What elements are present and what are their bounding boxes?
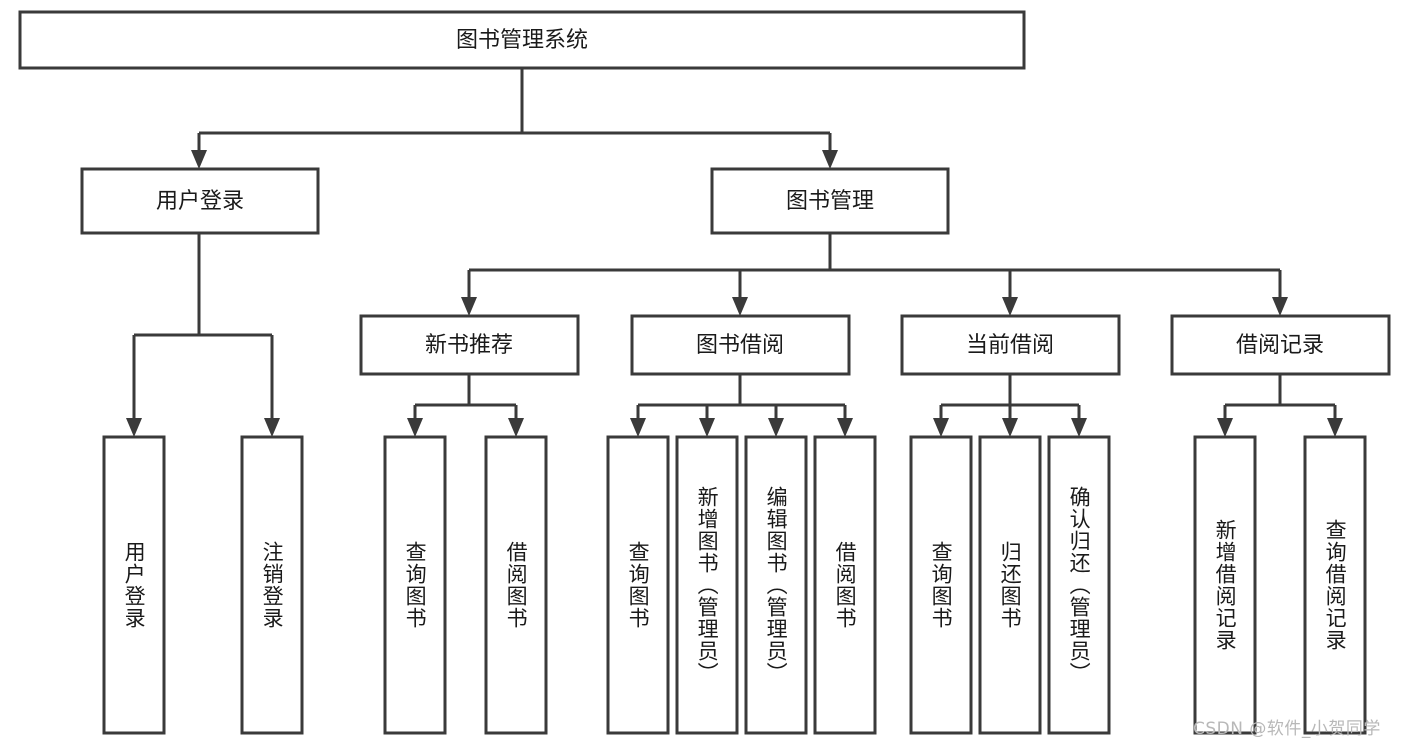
node-current-borrow-label: 当前借阅	[966, 333, 1054, 358]
arrowhead-borrow-record	[1272, 297, 1288, 316]
arrowhead-leaf-borrow-book-2	[837, 418, 853, 437]
node-user-login-label: 用户登录	[156, 189, 244, 214]
arrowhead-current-borrow	[1002, 297, 1018, 316]
arrowhead-leaf-query-record	[1327, 418, 1343, 437]
csdn-watermark: CSDN @软件_小贺同学	[1193, 719, 1381, 739]
arrowhead-leaf-query-book-3	[933, 418, 949, 437]
arrowhead-leaf-user-login	[126, 418, 142, 437]
node-borrow-record-label: 借阅记录	[1236, 333, 1324, 358]
node-current-borrow-box[interactable]	[900, 314, 1121, 376]
node-leaf-add-book-box[interactable]	[675, 435, 739, 735]
node-leaf-query-book-3-box[interactable]	[909, 435, 973, 735]
arrowhead-book-borrow	[732, 297, 748, 316]
node-user-login-box[interactable]	[80, 167, 320, 235]
arrowhead-leaf-query-book-2	[630, 418, 646, 437]
arrowhead-leaf-return-book	[1002, 418, 1018, 437]
node-leaf-query-book-2-box[interactable]	[606, 435, 670, 735]
arrowhead-leaf-edit-book	[768, 418, 784, 437]
node-book-borrow-box[interactable]	[630, 314, 851, 376]
arrowhead-book-manage	[822, 150, 838, 169]
arrowhead-user-login	[191, 150, 207, 169]
arrowhead-leaf-confirm-return	[1071, 418, 1087, 437]
node-book-manage-label: 图书管理	[786, 189, 874, 214]
node-leaf-logout-box[interactable]	[240, 435, 304, 735]
node-new-book-recommend-label: 新书推荐	[425, 333, 513, 358]
node-book-borrow-label: 图书借阅	[696, 333, 784, 358]
arrowhead-new-book-recommend	[461, 297, 477, 316]
arrowhead-leaf-borrow-book-1	[508, 418, 524, 437]
node-leaf-edit-book-box[interactable]	[744, 435, 808, 735]
node-layer: 图书管理系统 用户登录 图书管理 新书推荐 图书借阅 当前借阅 借阅记录	[18, 10, 1391, 735]
node-leaf-user-login-box[interactable]	[102, 435, 166, 735]
node-root-label: 图书管理系统	[456, 28, 588, 53]
arrowhead-leaf-add-record	[1217, 418, 1233, 437]
node-root-box[interactable]	[18, 10, 1026, 70]
node-leaf-borrow-book-2-box[interactable]	[813, 435, 877, 735]
node-book-manage-box[interactable]	[710, 167, 950, 235]
node-new-book-recommend-box[interactable]	[359, 314, 580, 376]
arrowhead-leaf-add-book	[699, 418, 715, 437]
connector-layer	[126, 68, 1343, 437]
node-borrow-record-box[interactable]	[1170, 314, 1391, 376]
node-leaf-query-book-1-box[interactable]	[383, 435, 447, 735]
node-leaf-borrow-book-1-box[interactable]	[484, 435, 548, 735]
node-leaf-return-book-box[interactable]	[978, 435, 1042, 735]
node-leaf-confirm-return-box[interactable]	[1047, 435, 1111, 735]
node-leaf-query-record-box[interactable]	[1303, 435, 1367, 735]
arrowhead-leaf-logout	[264, 418, 280, 437]
arrowhead-leaf-query-book-1	[407, 418, 423, 437]
node-leaf-add-record-box[interactable]	[1193, 435, 1257, 735]
